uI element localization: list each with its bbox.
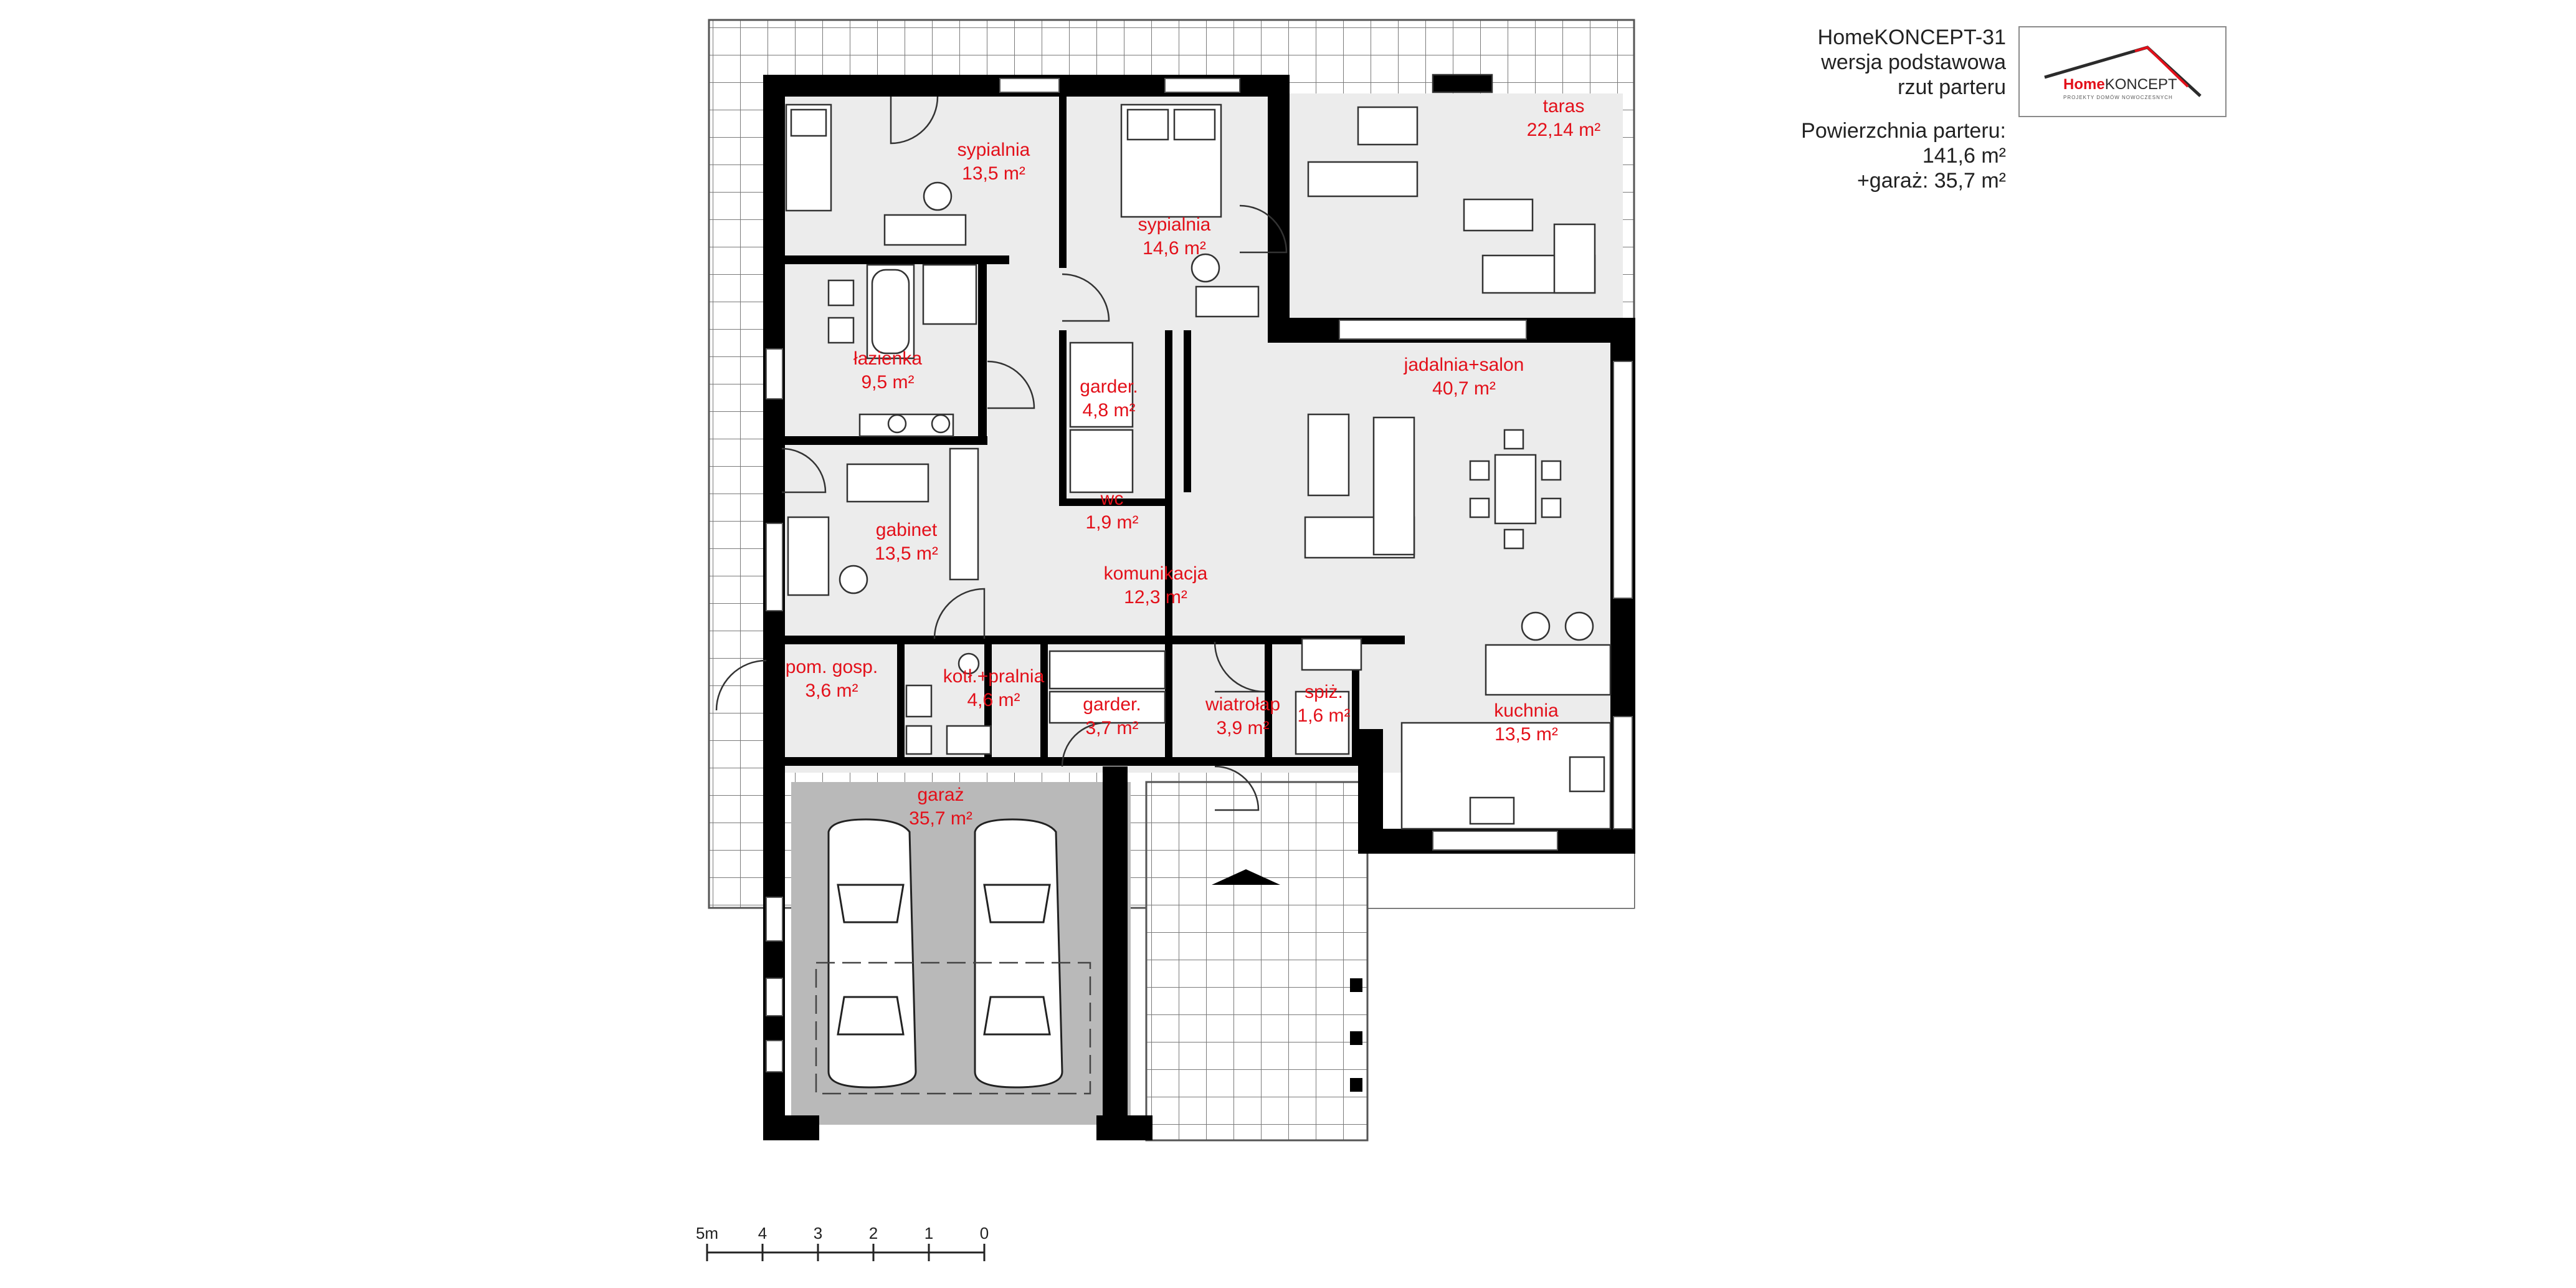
logo: HomeKONCEPT PROJEKTY DOMÓW NOWOCZESNYCH (2018, 26, 2227, 117)
scale-label: 5m (696, 1224, 718, 1243)
area-ground: 141,6 m² (1922, 144, 2006, 168)
scale-label: 2 (869, 1224, 878, 1243)
scale-bar: 0 1 2 3 4 5m (696, 1224, 989, 1261)
room-name-gabinet: gabinet (876, 520, 938, 540)
room-name-garder-2: garder. (1083, 694, 1141, 715)
door-swings (715, 96, 1288, 811)
room-name-sypialnia-2: sypialnia (1138, 214, 1211, 235)
area-garage: +garaż: 35,7 m² (1856, 169, 2006, 193)
room-name-spiz: spiż. (1305, 682, 1343, 702)
room-name-garder-1: garder. (1080, 376, 1138, 397)
room-area-pom-gosp: 3,6 m² (805, 680, 858, 701)
scale-label: 1 (924, 1224, 933, 1243)
logo-home: Home (2063, 76, 2105, 93)
room-area-taras: 22,14 m² (1527, 120, 1600, 140)
dining-table (1494, 454, 1537, 525)
interior-walls (782, 75, 1405, 766)
furniture (785, 74, 1612, 830)
car-1 (827, 818, 917, 1089)
room-area-jadalnia-salon: 40,7 m² (1432, 378, 1496, 399)
room-area-wiatrolap: 3,9 m² (1216, 718, 1269, 738)
room-area-kuchnia: 13,5 m² (1495, 724, 1558, 745)
room-name-kuchnia: kuchnia (1494, 700, 1559, 721)
room-name-garaz: garaż (917, 785, 964, 805)
house-roof-icon (2044, 45, 2202, 97)
room-area-garder-1: 4,8 m² (1082, 400, 1135, 421)
room-area-spiz: 1,6 m² (1297, 705, 1350, 726)
logo-koncept: KONCEPT (2104, 76, 2177, 93)
car-2 (974, 818, 1063, 1089)
project-name: HomeKONCEPT-31 (1817, 26, 2006, 49)
project-view: rzut parteru (1898, 75, 2006, 99)
room-area-gabinet: 13,5 m² (875, 543, 938, 564)
area-heading: Powierzchnia parteru: (1801, 119, 2006, 143)
room-area-wc: 1,9 m² (1085, 512, 1138, 533)
scale-label: 0 (980, 1224, 989, 1243)
lighting-posts (1350, 978, 1362, 1092)
entrance-arrow-icon (1212, 869, 1280, 885)
scale-label: 4 (758, 1224, 767, 1243)
room-name-komunikacja: komunikacja (1104, 563, 1208, 584)
room-area-komunikacja: 12,3 m² (1124, 587, 1187, 608)
room-name-jadalnia-salon: jadalnia+salon (1404, 355, 1524, 375)
entrance-paving (1145, 781, 1369, 1142)
room-area-garaz: 35,7 m² (909, 808, 972, 829)
windows (766, 78, 1633, 1072)
room-name-kotl-pralnia: kotł.+pralnia (943, 666, 1045, 687)
room-labels: sypialnia 13,5 m² sypialnia 14,6 m² taras 22,… (786, 96, 1600, 829)
garage-door-outline (815, 961, 1091, 1095)
room-area-garder-2: 3,7 m² (1085, 718, 1138, 738)
room-name-wc: wc (1100, 489, 1124, 509)
room-area-sypialnia-2: 14,6 m² (1143, 238, 1206, 259)
scale-label: 3 (814, 1224, 822, 1243)
project-variant: wersja podstawowa (1821, 50, 2006, 74)
room-area-lazienka: 9,5 m² (861, 372, 914, 393)
room-area-kotl-pralnia: 4,6 m² (967, 690, 1020, 710)
room-name-taras: taras (1543, 96, 1585, 117)
logo-tagline: PROJEKTY DOMÓW NOWOCZESNYCH (2063, 95, 2173, 100)
room-name-sypialnia-1: sypialnia (958, 140, 1030, 160)
room-name-wiatrolap: wiatrołap (1205, 694, 1280, 715)
title-block: HomeKONCEPT-31 wersja podstawowa rzut pa… (1682, 25, 2006, 193)
room-name-pom-gosp: pom. gosp. (786, 657, 878, 677)
room-area-sypialnia-1: 13,5 m² (962, 163, 1025, 184)
room-name-lazienka: łazienka (853, 348, 922, 369)
